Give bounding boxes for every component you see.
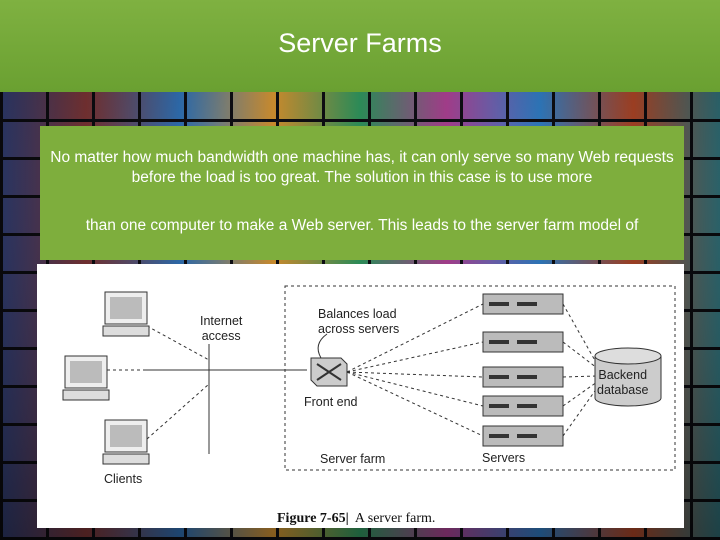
client-computer-2 <box>62 355 110 401</box>
figure-number: Figure 7-65 <box>277 511 346 526</box>
server-farm-diagram <box>62 285 676 471</box>
text-panel <box>40 126 684 260</box>
server-4 <box>482 395 564 417</box>
server-farm-figure <box>37 264 684 528</box>
server-5 <box>482 425 564 447</box>
server-db-links <box>562 303 598 437</box>
title-bar: Server Farms <box>0 0 720 92</box>
front-end-switch-icon <box>310 357 348 387</box>
client-computer-3 <box>102 419 150 465</box>
figure-caption: Figure 7-65| A server farm. <box>277 511 436 526</box>
server-3 <box>482 366 564 388</box>
figure-caption-text: A server farm. <box>354 511 436 526</box>
paragraph-line-2: than one computer to make a Web server. … <box>85 217 639 234</box>
server-2 <box>482 331 564 353</box>
balance-arrow <box>317 333 328 359</box>
balances-load-label: Balances load across servers <box>318 307 400 336</box>
server-farm-label: Server farm <box>320 452 386 466</box>
server-farm-boundary <box>284 285 676 471</box>
front-end-label: Front end <box>304 395 358 409</box>
switch-server-links <box>346 303 484 437</box>
slide-title: Server Farms <box>278 28 442 58</box>
backend-database-label: Backend database <box>597 368 649 397</box>
server-1 <box>482 293 564 315</box>
clients-label: Clients <box>104 472 143 486</box>
client-link-3 <box>146 383 210 440</box>
paragraph-line-1: No matter how much bandwidth one machine… <box>50 149 674 186</box>
internet-access-label: Internet access <box>200 314 243 343</box>
database-icon <box>594 347 662 407</box>
servers-label: Servers <box>482 451 526 465</box>
client-computer-1 <box>102 291 150 337</box>
